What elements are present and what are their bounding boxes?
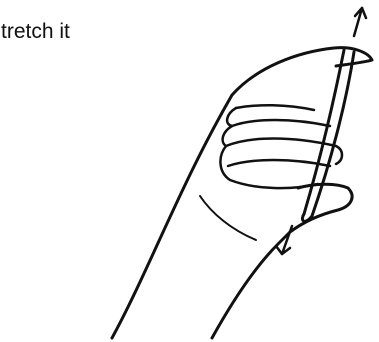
stretch-arrow-up-icon <box>354 8 366 36</box>
hand-outline-icon <box>112 48 372 338</box>
rubber-band-icon <box>302 50 354 221</box>
